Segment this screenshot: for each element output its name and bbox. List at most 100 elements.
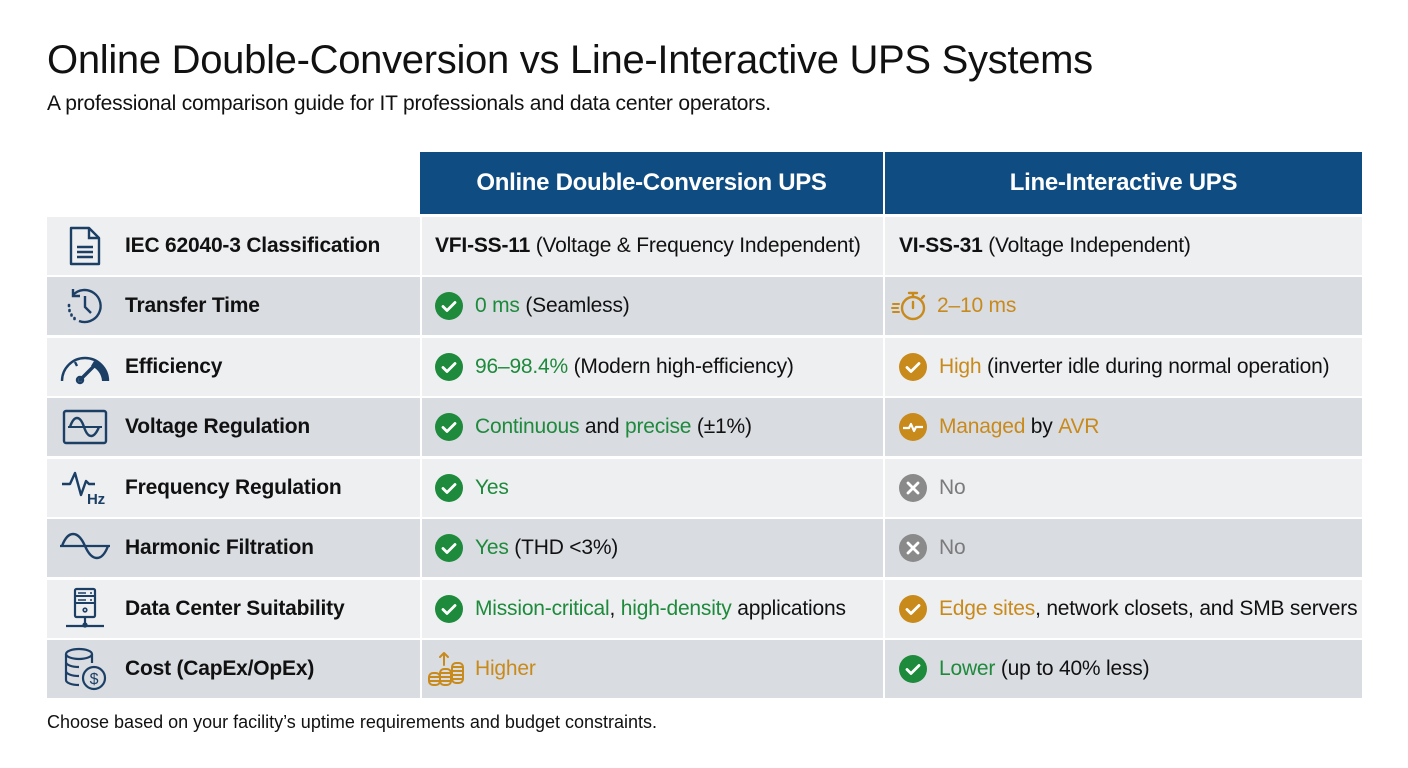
line-interactive-value-cell: Edge sites, network closets, and SMB ser… (885, 579, 1362, 638)
value-text: Yes (475, 475, 509, 499)
table-row: Harmonic Filtration Yes (THD <3%) No (47, 519, 1362, 577)
online-value-cell: Mission-critical, high-density applicati… (422, 579, 883, 638)
check-circle-icon (899, 594, 927, 623)
feature-cell: IEC 62040-3 Classification (47, 216, 420, 275)
value-text: (Voltage & Frequency Independent) (530, 233, 861, 257)
value-text: precise (624, 415, 692, 438)
table-row: Efficiency 96–98.4% (Modern high-efficien… (47, 337, 1362, 396)
value-text: , network closets, and SMB servers (1035, 596, 1358, 620)
server-network-icon (53, 587, 117, 631)
table-row: IEC 62040-3 Classification VFI-SS-11 (Vol… (47, 216, 1362, 275)
comparison-table: Online Double-Conversion UPS Line-Intera… (47, 152, 1362, 698)
value-text: High (939, 354, 982, 378)
x-circle-icon (899, 473, 927, 502)
value-text: VI-SS-31 (899, 233, 983, 257)
line-interactive-value-cell: High (inverter idle during normal operat… (885, 337, 1362, 396)
pulse-circle-icon (899, 413, 927, 441)
check-circle-icon (435, 352, 463, 381)
check-circle-icon (435, 534, 463, 562)
online-value-cell: Higher (422, 640, 883, 698)
value-text: (Voltage Independent) (982, 233, 1191, 257)
value-text: high-density (620, 596, 732, 620)
check-circle-icon (435, 292, 463, 320)
online-value-cell: VFI-SS-11 (Voltage & Frequency Independe… (422, 216, 883, 275)
line-interactive-value-cell: 2–10 ms (885, 277, 1362, 335)
value-text: AVR (1058, 415, 1100, 438)
value-text: (±1%) (691, 415, 752, 438)
coins-up-icon (427, 652, 467, 686)
value-text: Lower (939, 657, 996, 680)
feature-cell: Transfer Time (47, 277, 420, 335)
table-row: Voltage Regulation Continuous and precise… (47, 398, 1362, 456)
value-text: Managed (939, 415, 1026, 438)
svg-text:Hz: Hz (87, 491, 105, 506)
value-text: Mission-critical (475, 596, 610, 620)
online-value-cell: 96–98.4% (Modern high-efficiency) (422, 337, 883, 396)
value-text: (inverter idle during normal operation) (981, 354, 1330, 378)
value-text: No (939, 536, 966, 559)
feature-cell: Data Center Suitability (47, 579, 420, 638)
page-title: Online Double-Conversion vs Line-Interac… (47, 38, 1093, 82)
feature-label: Cost (CapEx/OpEx) (125, 657, 315, 680)
clock-history-icon (53, 285, 117, 327)
feature-label: Harmonic Filtration (125, 536, 314, 559)
value-text: Higher (475, 657, 536, 680)
table-row: Data Center Suitability Mission-critical,… (47, 579, 1362, 638)
online-value-cell: Yes (THD <3%) (422, 519, 883, 577)
feature-label: Transfer Time (125, 294, 260, 317)
value-text: No (939, 475, 966, 499)
page-subtitle: A professional comparison guide for IT p… (47, 92, 771, 115)
value-text: (THD <3%) (508, 536, 619, 559)
line-interactive-value-cell: No (885, 519, 1362, 577)
coins-dollar-icon: $ (53, 647, 117, 691)
line-interactive-value-cell: VI-SS-31 (Voltage Independent) (885, 216, 1362, 275)
table-header: Online Double-Conversion UPS Line-Intera… (47, 152, 1362, 214)
check-circle-icon (435, 473, 463, 502)
value-text: Yes (475, 536, 509, 559)
sine-box-icon (53, 409, 117, 445)
feature-cell: Harmonic Filtration (47, 519, 420, 577)
frequency-hz-icon: Hz (53, 470, 117, 506)
svg-text:$: $ (90, 671, 99, 688)
feature-cell: Hz Frequency Regulation (47, 458, 420, 517)
value-text: and (579, 415, 625, 438)
value-text: (Seamless) (519, 294, 630, 317)
feature-label: Data Center Suitability (125, 596, 345, 620)
feature-label: Frequency Regulation (125, 475, 342, 499)
x-circle-icon (899, 534, 927, 562)
feature-cell: Voltage Regulation (47, 398, 420, 456)
value-text: , (609, 596, 621, 620)
line-interactive-value-cell: No (885, 458, 1362, 517)
check-circle-icon (899, 352, 927, 381)
value-text: 2–10 ms (937, 294, 1017, 317)
column-header-line-interactive: Line-Interactive UPS (885, 152, 1362, 214)
feature-cell: Efficiency (47, 337, 420, 396)
value-text: 96–98.4% (475, 354, 568, 378)
value-text: Continuous (475, 415, 580, 438)
table-body: IEC 62040-3 Classification VFI-SS-11 (Vol… (47, 216, 1362, 698)
feature-label: Voltage Regulation (125, 415, 311, 438)
line-interactive-value-cell: Lower (up to 40% less) (885, 640, 1362, 698)
online-value-cell: 0 ms (Seamless) (422, 277, 883, 335)
value-text: applications (731, 596, 846, 620)
column-header-online: Online Double-Conversion UPS (420, 152, 883, 214)
sine-wave-icon (53, 530, 117, 566)
check-circle-icon (435, 413, 463, 441)
check-circle-icon (899, 655, 927, 683)
value-text: (up to 40% less) (995, 657, 1150, 680)
gauge-icon (53, 349, 117, 385)
header-blank-cell (47, 152, 420, 214)
footer-note: Choose based on your facility’s uptime r… (47, 712, 658, 732)
table-row: Hz Frequency Regulation Yes No (47, 458, 1362, 517)
value-text: by (1025, 415, 1059, 438)
feature-label: IEC 62040-3 Classification (125, 233, 381, 257)
table-row: $ Cost (CapEx/OpEx) Higher Lower (up to 40%… (47, 640, 1362, 698)
value-text: (Modern high-efficiency) (567, 354, 794, 378)
line-interactive-value-cell: Managed by AVR (885, 398, 1362, 456)
document-icon (53, 225, 117, 267)
check-circle-icon (435, 594, 463, 623)
feature-label: Efficiency (125, 354, 223, 378)
feature-cell: $ Cost (CapEx/OpEx) (47, 640, 420, 698)
value-text: 0 ms (475, 294, 520, 317)
stopwatch-icon (891, 291, 929, 321)
